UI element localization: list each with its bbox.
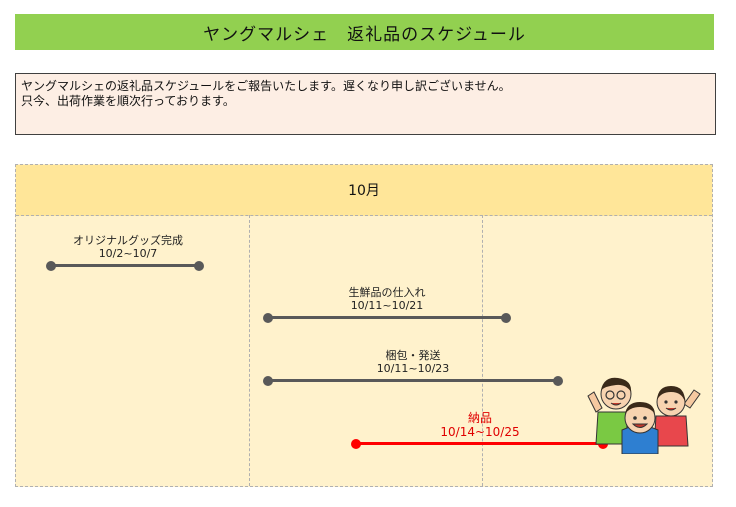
children-cheering-illustration xyxy=(587,377,701,454)
task-dates: 10/14~10/25 xyxy=(440,425,520,439)
task-end-marker xyxy=(553,375,563,386)
task-name: 生鮮品の仕入れ xyxy=(348,286,426,299)
child-left xyxy=(587,377,632,445)
task-label-delivery: 納品 10/14~10/25 xyxy=(440,411,519,439)
task-name: オリジナルグッズ完成 xyxy=(73,234,183,247)
task-bar-shipping xyxy=(263,375,563,386)
task-start-marker xyxy=(263,312,273,323)
task-bar-delivery xyxy=(351,438,608,449)
task-end-marker xyxy=(501,312,511,323)
month-header: 10月 xyxy=(16,165,712,216)
child-center xyxy=(621,402,659,454)
task-dates: 10/2~10/7 xyxy=(98,247,158,260)
task-end-marker xyxy=(194,260,204,271)
notice-box: ヤングマルシェの返礼品スケジュールをご報告いたします。遅くなり申し訳ございません… xyxy=(15,73,716,135)
child-right xyxy=(653,386,701,447)
week-divider-2 xyxy=(482,215,483,486)
task-dates: 10/11~10/23 xyxy=(376,362,450,375)
task-start-marker xyxy=(46,260,56,271)
task-label-shipping: 梱包・発送 10/11~10/23 xyxy=(377,349,450,375)
page-title-text: ヤングマルシェ 返礼品のスケジュール xyxy=(203,24,526,45)
task-name: 納品 xyxy=(467,411,492,425)
week-divider-1 xyxy=(249,215,250,486)
month-label: 10月 xyxy=(348,183,380,199)
page-title: ヤングマルシェ 返礼品のスケジュール xyxy=(15,14,714,50)
notice-line-1: ヤングマルシェの返礼品スケジュールをご報告いたします。遅くなり申し訳ございません… xyxy=(21,79,511,93)
task-bar-procurement xyxy=(263,312,511,323)
task-start-marker xyxy=(351,438,361,449)
task-bar-goods xyxy=(46,260,204,271)
task-label-goods: オリジナルグッズ完成 10/2~10/7 xyxy=(73,234,183,260)
schedule-panel: 10月 xyxy=(15,164,713,487)
task-start-marker xyxy=(263,375,273,386)
task-label-procurement: 生鮮品の仕入れ 10/11~10/21 xyxy=(349,286,426,312)
notice-line-2: 只今、出荷作業を順次行っております。 xyxy=(21,94,235,108)
task-dates: 10/11~10/21 xyxy=(350,299,424,312)
task-name: 梱包・発送 xyxy=(385,349,441,362)
